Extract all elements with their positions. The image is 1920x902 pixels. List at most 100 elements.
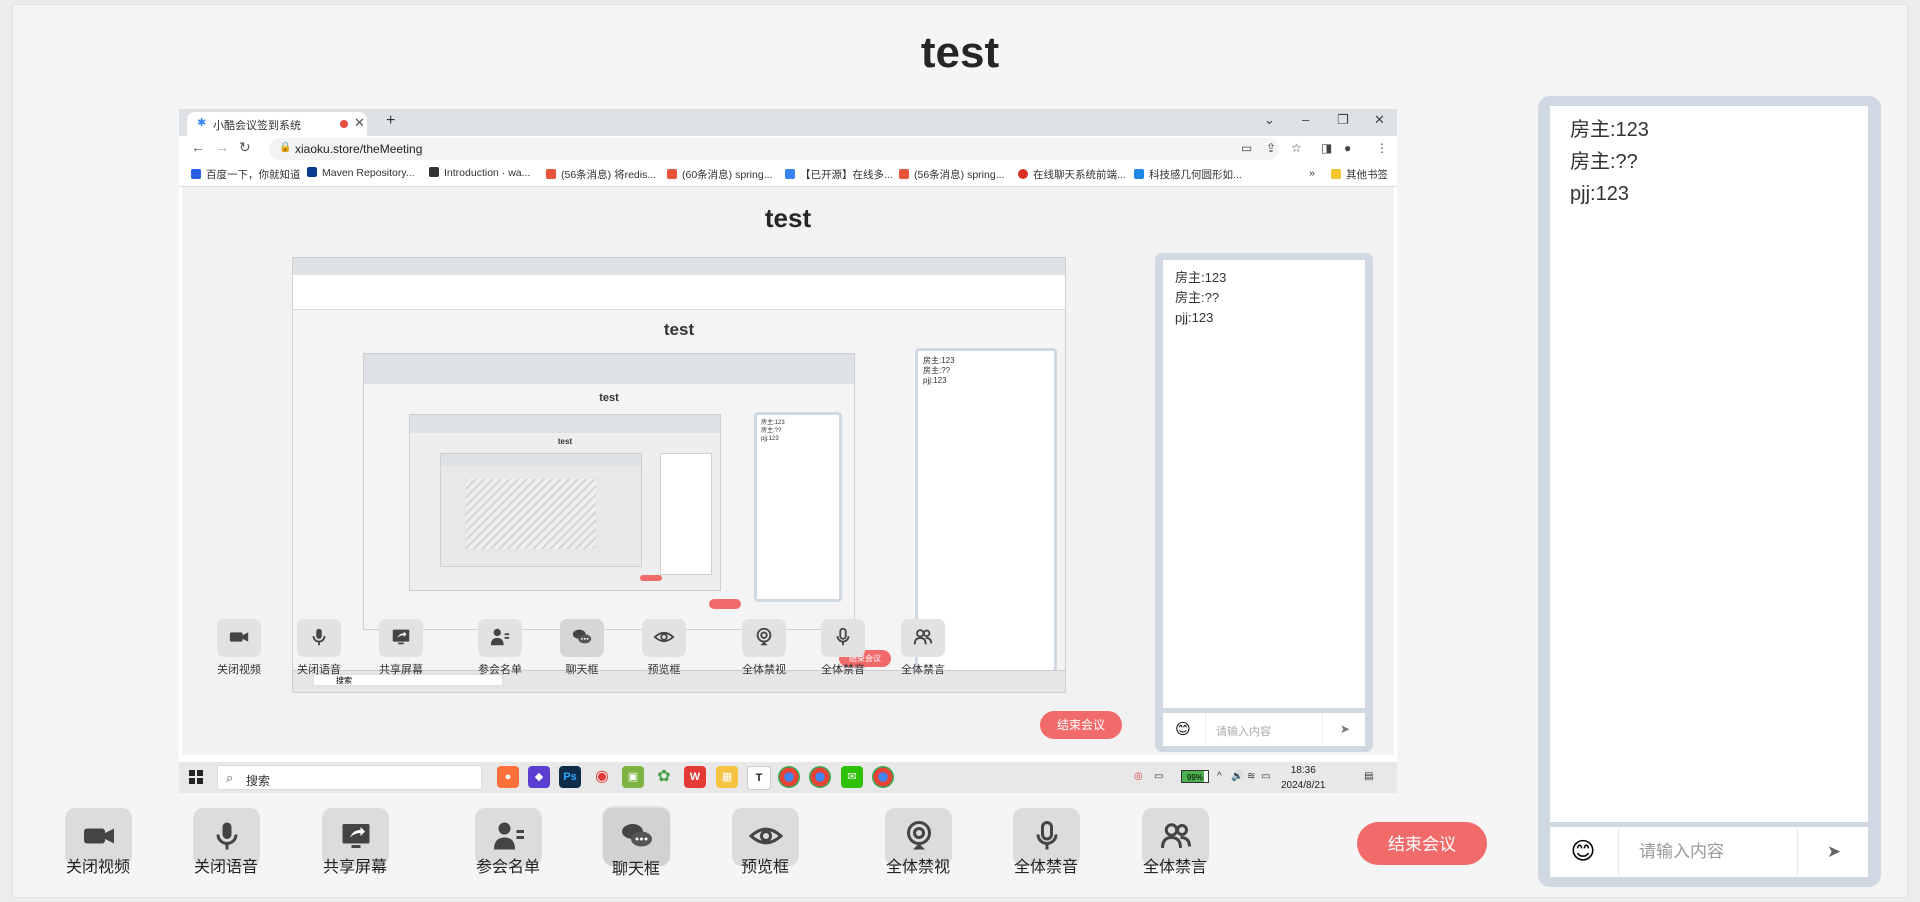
share-icon: ⇪ (1266, 141, 1277, 155)
bookmark-item: (56条消息) spring... (899, 167, 1004, 182)
participants-button[interactable] (475, 808, 542, 866)
bookmark-item: 百度一下，你就知道 (191, 167, 301, 182)
chrome-icon (809, 766, 831, 788)
share-screen-icon (392, 629, 410, 645)
silence-all-button[interactable] (1142, 808, 1209, 866)
chrome-icon (778, 766, 800, 788)
webcam-off-icon (756, 627, 772, 646)
minimize-icon: – (1302, 112, 1310, 127)
close-window-icon: ✕ (1374, 112, 1385, 127)
shared-screen-video: ✱ 小酷会议签到系统 ✕ + ⌄ – ❐ ✕ ← → ↻ 🔒 xiaoku.st… (179, 109, 1397, 793)
profile-icon: ● (1344, 141, 1352, 155)
send-icon: ➤ (1339, 722, 1351, 736)
mute-all-label[interactable]: 全体禁音 (1013, 859, 1078, 876)
battery-icon: 99% (1181, 770, 1209, 783)
mute-all-button[interactable] (1013, 808, 1080, 866)
chat-icon (572, 629, 592, 644)
inner-disable-video-label: 全体禁视 (742, 664, 786, 676)
forward-icon: → (215, 139, 229, 155)
inner-mute-all-button (821, 619, 865, 657)
send-icon: ➤ (1826, 842, 1842, 861)
nested-screen-video-2: test test 房主:123 房主:?? pjj:123 (363, 353, 855, 630)
participants-label[interactable]: 参会名单 (475, 859, 540, 876)
toggle-video-button[interactable] (65, 808, 132, 866)
inner-end-meeting-button: 结束会议 (1040, 711, 1122, 739)
inner-share-button (379, 619, 423, 657)
speaker-icon: 🔊 (1231, 771, 1244, 782)
inner-video-button (217, 619, 261, 657)
bookmark-item: 【已开源】在线多... (785, 167, 893, 182)
microphone-icon (216, 822, 238, 850)
chat-button[interactable] (603, 808, 670, 866)
inner-chat-panel: 房主:123 房主:?? pjj:123 😊 请输入内容 ➤ (1155, 253, 1373, 752)
star-icon: ☆ (1291, 141, 1302, 155)
toggle-video-label[interactable]: 关闭视频 (65, 859, 130, 876)
app-icon: ◆ (528, 766, 550, 788)
chrome-icon (872, 766, 894, 788)
tray-app-icon: ◎ (1134, 771, 1143, 782)
chat-input[interactable] (1618, 827, 1798, 877)
taskbar-search: ⌕ 搜索 (217, 765, 482, 790)
preview-label[interactable]: 预览框 (740, 859, 789, 876)
inner-chat-button (560, 619, 604, 657)
recording-dot-icon (340, 120, 348, 128)
disable-all-video-button[interactable] (885, 808, 952, 866)
nested-chat-2: 房主:123 房主:?? pjj:123 (754, 412, 842, 602)
chat-panel: 房主:123 房主:?? pjj:123 😊 ➤ (1538, 96, 1881, 887)
disable-all-video-label[interactable]: 全体禁视 (885, 859, 950, 876)
video-camera-icon (84, 828, 114, 844)
chat-message: 房主:?? (1570, 151, 1638, 173)
participants-icon (494, 822, 524, 850)
wechat-icon: ✉ (841, 766, 863, 788)
silence-all-label[interactable]: 全体禁言 (1142, 859, 1207, 876)
inner-participants-button (478, 619, 522, 657)
share-screen-button[interactable] (322, 808, 389, 866)
send-button[interactable]: ➤ (1800, 827, 1868, 877)
nested-title: test (663, 320, 695, 339)
emoji-icon: 😊 (1175, 721, 1191, 738)
inner-chat-input: 请输入内容 (1205, 713, 1323, 746)
share-screen-label[interactable]: 共享屏幕 (322, 859, 387, 876)
typora-icon: T (747, 766, 771, 790)
firefox-icon: ● (497, 766, 519, 788)
cast-icon: ▭ (1241, 141, 1253, 155)
sidebar-icon: ◨ (1321, 141, 1333, 155)
menu-icon: ⋮ (1376, 141, 1388, 155)
windows-taskbar: ⌕ 搜索 ● ◆ Ps ◉ ▣ ✿ W ▦ T ✉ ◎ ▭ 99% ^ 🔊 ≋ … (179, 762, 1397, 793)
inner-participants-label: 参会名单 (478, 664, 522, 676)
inner-silence-all-button (901, 619, 945, 657)
chat-message: pjj:123 (1570, 183, 1629, 205)
photoshop-icon: Ps (559, 766, 581, 788)
end-meeting-button[interactable]: 结束会议 (1357, 822, 1487, 865)
inner-mute-all-label: 全体禁音 (821, 664, 865, 676)
chat-icon (622, 824, 652, 847)
network-icon: ▭ (1261, 771, 1271, 782)
wifi-icon: ≋ (1247, 771, 1256, 782)
eye-icon (748, 827, 784, 845)
bookmarks-bar: 百度一下，你就知道 Maven Repository... Introducti… (179, 162, 1397, 187)
participants-icon (490, 628, 510, 646)
reload-icon: ↻ (239, 139, 251, 155)
eye-icon (653, 631, 675, 643)
chat-message: 房主:123 (1570, 119, 1649, 141)
bookmark-item: (56条消息) 将redis... (546, 167, 656, 182)
users-icon (913, 629, 933, 645)
toggle-mic-button[interactable] (193, 808, 260, 866)
inner-mic-label: 关闭语音 (297, 664, 341, 676)
emoji-button[interactable]: 😊 (1570, 838, 1596, 865)
chat-message: 房主:123 (1175, 270, 1227, 285)
inner-video-label: 关闭视频 (217, 664, 261, 676)
chat-messages: 房主:123 房主:?? pjj:123 (1550, 106, 1868, 822)
windows-start-icon (189, 770, 203, 784)
chat-label[interactable]: 聊天框 (611, 861, 660, 878)
toggle-mic-label[interactable]: 关闭语音 (193, 859, 258, 876)
tray-icon: ▭ (1154, 771, 1164, 782)
stream-meeting-title: test (764, 203, 812, 233)
preview-button[interactable] (732, 808, 799, 866)
inner-chat-label: 聊天框 (565, 664, 599, 676)
inner-preview-label: 预览框 (647, 664, 681, 676)
mute-mic-icon (1036, 821, 1058, 850)
meeting-title: test (920, 28, 1000, 77)
bookmark-item: Maven Repository... (307, 167, 415, 179)
browser-address-bar: ← → ↻ 🔒 xiaoku.store/theMeeting ▭ ⇪ ☆ ◨ … (179, 136, 1397, 162)
